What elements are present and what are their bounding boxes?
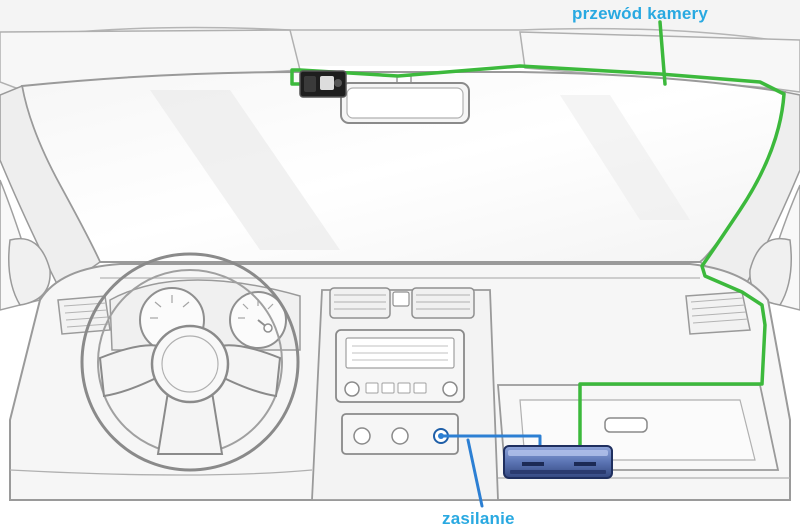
camera-cable-label: przewód kamery [572, 4, 709, 23]
windshield-glare [560, 95, 690, 220]
glovebox-handle [604, 417, 648, 433]
power-box [503, 445, 613, 479]
side-mirror-left [8, 237, 51, 306]
power-label-leader [466, 438, 484, 508]
climate-knob-left [353, 427, 371, 445]
climate-knob-center [391, 427, 409, 445]
a-pillar-left [0, 84, 101, 292]
car-roof [0, 0, 800, 95]
rear-view-mirror-inner [346, 87, 464, 119]
hazard-button [392, 291, 410, 307]
power-label: zasilanie [442, 509, 515, 528]
dash-camera [299, 70, 347, 98]
camera-cable [290, 64, 786, 448]
air-vent-right [685, 291, 751, 335]
power-cable [441, 434, 542, 448]
center-vent-left [329, 287, 391, 319]
lower-dash [9, 469, 313, 476]
sun-visor-right [519, 31, 800, 93]
radio-knob-right [442, 381, 458, 397]
camera-label-leader [658, 20, 667, 86]
windshield-glare [150, 90, 340, 250]
radio-knob-left [344, 381, 360, 397]
center-vent-right [411, 287, 475, 319]
tachometer-hub [263, 323, 273, 333]
steering-wheel [80, 252, 300, 472]
